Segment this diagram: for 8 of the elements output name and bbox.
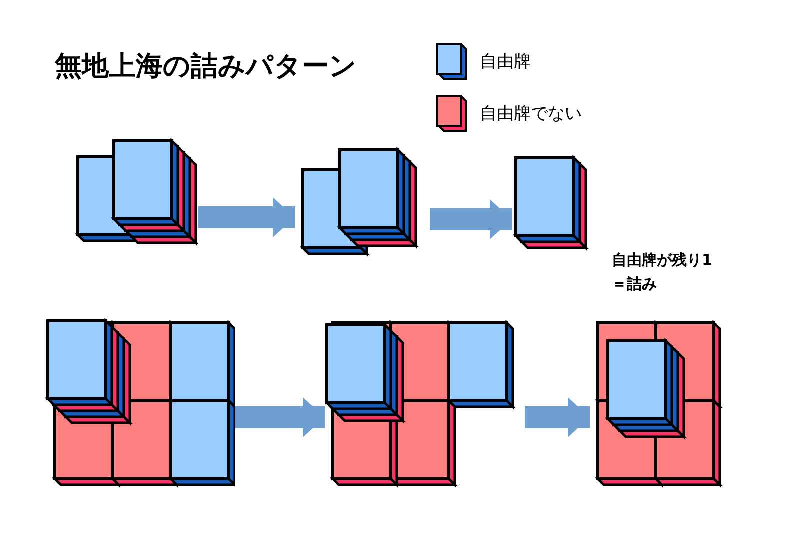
legend-label: 自由牌でない bbox=[480, 103, 583, 126]
diagram-title: 無地上海の詰みパターン bbox=[55, 50, 358, 84]
block-arrow bbox=[235, 398, 325, 438]
legend-label: 自由牌 bbox=[480, 51, 532, 74]
block-arrow bbox=[430, 200, 512, 240]
block-arrow bbox=[198, 198, 295, 238]
note-text: 自由牌が残り1 ＝詰み bbox=[612, 250, 714, 295]
block-arrow bbox=[525, 398, 590, 438]
